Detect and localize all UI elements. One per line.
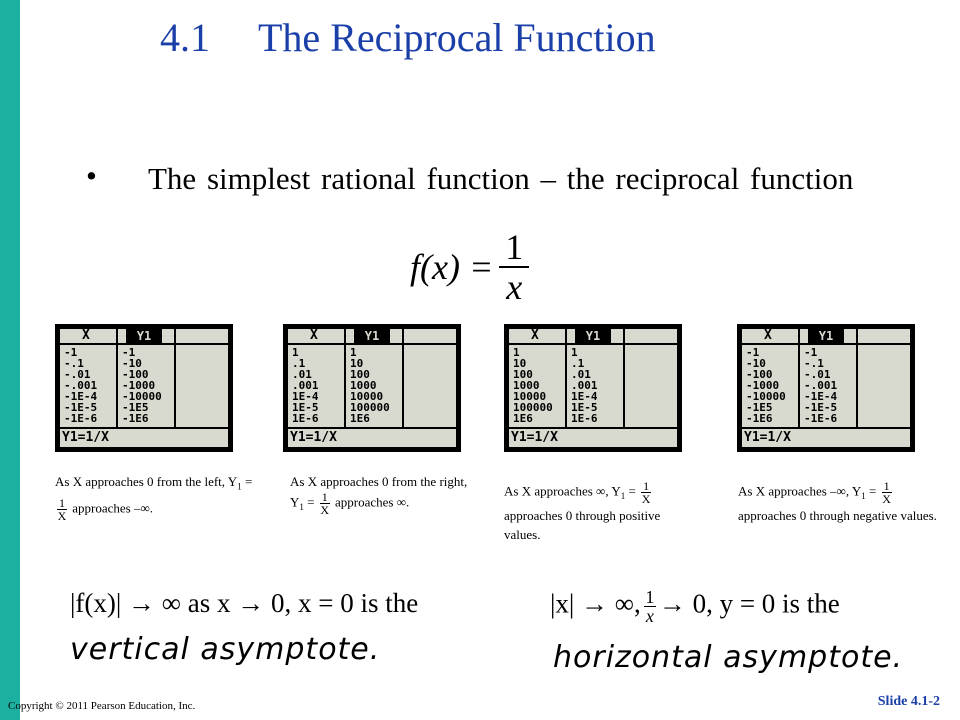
left-accent-bar <box>0 0 20 720</box>
formula-lhs: f(x) = <box>410 247 494 287</box>
table-header: X Y1 <box>60 329 228 345</box>
title-text: The Reciprocal Function <box>258 15 656 60</box>
table-header: X Y1 <box>509 329 677 345</box>
calculator-table-4: X Y1 -1-10-100-1000-10000-1E5-1E6 -1-.1-… <box>737 324 915 452</box>
copyright-text: Copyright © 2011 Pearson Education, Inc. <box>8 700 196 712</box>
table-header: X Y1 <box>742 329 910 345</box>
horizontal-asymptote-label: horizontal asymptote. <box>553 640 904 675</box>
header-x: X <box>764 328 772 343</box>
calculator-table-1: X Y1 -1-.1-.01-.001-1E-4-1E-5-1E-6 -1-10… <box>55 324 233 452</box>
header-x: X <box>531 328 539 343</box>
table-footer: Y1=1/X <box>288 427 456 447</box>
header-x: X <box>310 328 318 343</box>
table-footer: Y1=1/X <box>742 427 910 447</box>
header-y: Y1 <box>126 329 162 343</box>
header-x: X <box>82 328 90 343</box>
calculator-screen: X Y1 -1-.1-.01-.001-1E-4-1E-5-1E-6 -1-10… <box>60 329 228 447</box>
header-y: Y1 <box>575 329 611 343</box>
table-header: X Y1 <box>288 329 456 345</box>
slide-number: Slide 4.1-2 <box>877 694 940 709</box>
formula-numerator: 1 <box>505 227 524 267</box>
bullet-icon: • <box>86 158 97 193</box>
slide-title: 4.1 The Reciprocal Function <box>160 14 656 61</box>
table-footer: Y1=1/X <box>509 427 677 447</box>
vertical-asymptote-label: vertical asymptote. <box>70 632 381 667</box>
y-column: -1-.1-.01-.001-1E-4-1E-5-1E-6 <box>804 346 838 425</box>
fraction-bar <box>499 266 530 268</box>
formula-denominator: x <box>506 267 523 307</box>
reciprocal-formula: f(x) = 1 x <box>410 227 530 307</box>
table-footer: Y1=1/X <box>60 427 228 447</box>
formula-fraction: 1 x <box>499 227 530 307</box>
x-column: -1-10-100-1000-10000-1E5-1E6 <box>746 346 786 425</box>
title-number: 4.1 <box>160 15 210 60</box>
bullet-text: The simplest rational function – the rec… <box>148 161 854 196</box>
calculator-screen: X Y1 -1-10-100-1000-10000-1E5-1E6 -1-.1-… <box>742 329 910 447</box>
x-column: -1-.1-.01-.001-1E-4-1E-5-1E-6 <box>64 346 98 425</box>
y-column: -1-10-100-1000-10000-1E5-1E6 <box>122 346 162 425</box>
header-y: Y1 <box>808 329 844 343</box>
header-y: Y1 <box>354 329 390 343</box>
caption-2: As X approaches 0 from the right, Y1 = 1… <box>290 474 468 517</box>
vertical-asymptote-statement: |f(x)| → ∞ as x → 0, x = 0 is the <box>70 588 419 618</box>
